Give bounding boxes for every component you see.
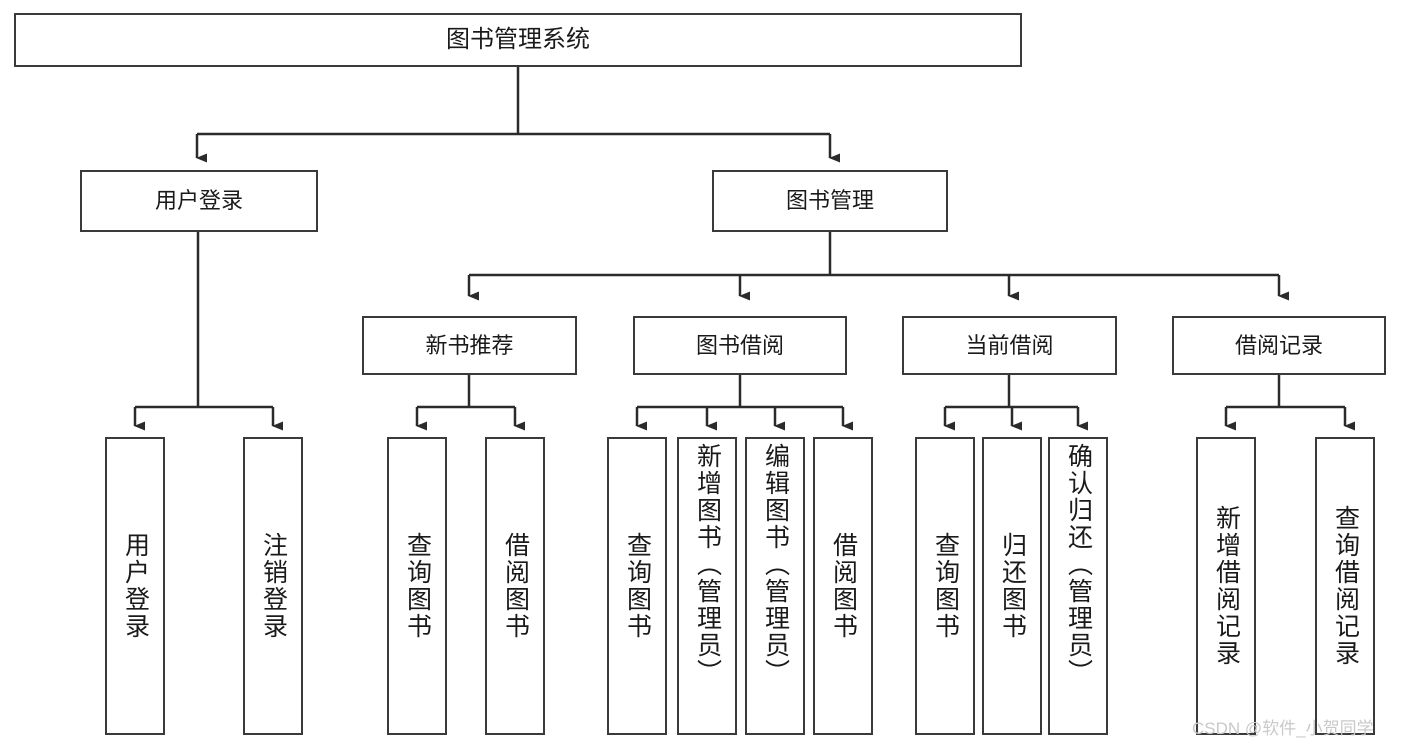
leaf-current-borrow-query-book[interactable]: 查询图书 — [915, 437, 975, 735]
leaf-current-borrow-confirm-return-admin[interactable]: 确认归还（管理员） — [1048, 437, 1108, 735]
leaf-new-book-borrow-book[interactable]: 借阅图书 — [485, 437, 545, 735]
node-label: 确认归还（管理员） — [1064, 443, 1093, 686]
leaf-borrow-record-query-record[interactable]: 查询借阅记录 — [1315, 437, 1375, 735]
node-label: 图书管理 — [785, 188, 874, 214]
leaf-book-borrow-add-book-admin[interactable]: 新增图书（管理员） — [677, 437, 737, 735]
node-label: 借阅图书 — [829, 532, 858, 640]
node-label: 用户登录 — [154, 188, 243, 214]
node-label: 查询图书 — [403, 532, 432, 640]
leaf-borrow-record-add-record[interactable]: 新增借阅记录 — [1196, 437, 1256, 735]
node-label: 归还图书 — [998, 532, 1027, 640]
node-label: 图书借阅 — [695, 332, 784, 358]
node-label: 查询借阅记录 — [1331, 505, 1360, 667]
node-label: 注销登录 — [259, 532, 288, 640]
node-book-borrow[interactable]: 图书借阅 — [633, 316, 847, 375]
node-borrow-record[interactable]: 借阅记录 — [1172, 316, 1386, 375]
node-user-login[interactable]: 用户登录 — [80, 170, 318, 232]
leaf-user-login-login[interactable]: 用户登录 — [105, 437, 165, 735]
node-label: 借阅图书 — [501, 532, 530, 640]
leaf-book-borrow-borrow-book[interactable]: 借阅图书 — [813, 437, 873, 735]
node-label: 用户登录 — [121, 532, 150, 640]
node-label: 当前借阅 — [965, 332, 1054, 358]
node-new-book-recommend[interactable]: 新书推荐 — [362, 316, 577, 375]
node-label: 查询图书 — [931, 532, 960, 640]
node-label: 图书管理系统 — [446, 25, 590, 53]
node-label: 新增借阅记录 — [1212, 505, 1241, 667]
leaf-book-borrow-edit-book-admin[interactable]: 编辑图书（管理员） — [745, 437, 805, 735]
leaf-new-book-query-book[interactable]: 查询图书 — [387, 437, 447, 735]
leaf-current-borrow-return-book[interactable]: 归还图书 — [982, 437, 1042, 735]
node-root-book-management-system[interactable]: 图书管理系统 — [14, 13, 1022, 67]
node-book-management[interactable]: 图书管理 — [712, 170, 948, 232]
node-current-borrow[interactable]: 当前借阅 — [902, 316, 1117, 375]
node-label: 查询图书 — [623, 532, 652, 640]
node-label: 编辑图书（管理员） — [761, 443, 790, 686]
node-label: 借阅记录 — [1234, 332, 1323, 358]
node-label: 新书推荐 — [425, 332, 514, 358]
leaf-book-borrow-query-book[interactable]: 查询图书 — [607, 437, 667, 735]
node-label: 新增图书（管理员） — [693, 443, 722, 686]
leaf-user-login-logout[interactable]: 注销登录 — [243, 437, 303, 735]
